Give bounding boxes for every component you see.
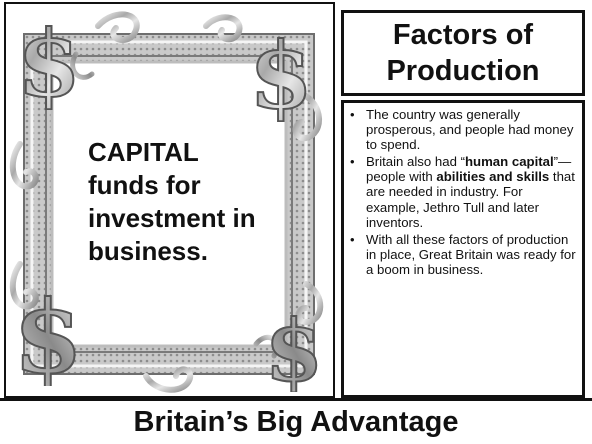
svg-text:$: $ <box>17 14 81 110</box>
svg-text:$: $ <box>249 26 313 122</box>
capital-definition: CAPITAL funds for investment in business… <box>88 136 288 268</box>
dollar-sign-icon: $ <box>16 14 82 110</box>
bullet-text: ”—people with <box>366 154 572 185</box>
bullet-marker: • <box>350 154 355 170</box>
dollar-frame-panel: $ $ $ $ <box>4 2 335 398</box>
capital-line: investment in <box>88 203 256 233</box>
dollar-sign-icon: $ <box>248 26 314 122</box>
bullet-text: that are needed in industry. For example… <box>366 169 575 230</box>
bullet-emphasis: human capital <box>464 154 554 170</box>
capital-line: funds for <box>88 170 201 200</box>
slide-title-line: Factors of <box>392 19 534 51</box>
bullet-list: • The country was generally prosperous, a… <box>350 107 576 277</box>
slide-title-box: Factors of Production <box>341 10 585 96</box>
bullet-text: With all these factors of production in … <box>366 231 576 277</box>
bullet-item: • The country was generally prosperous, a… <box>350 107 576 152</box>
svg-text:$: $ <box>265 304 323 392</box>
banner-text: Britain’s Big Advantage <box>133 406 459 438</box>
bottom-banner: Britain’s Big Advantage <box>0 398 592 444</box>
dollar-sign-icon: $ <box>264 304 324 392</box>
bullet-marker: • <box>350 107 355 122</box>
bullet-text: Britain also had “ <box>366 154 465 170</box>
bullet-text: The country was generally prosperous, an… <box>366 107 574 153</box>
dollar-sign-icon: $ <box>12 282 84 386</box>
bullet-emphasis: abilities and skills <box>436 169 550 185</box>
bullet-list-box: • The country was generally prosperous, a… <box>341 100 585 398</box>
capital-line: CAPITAL <box>88 137 199 167</box>
bullet-item: • With all these factors of production in… <box>350 232 576 277</box>
ornate-dollar-frame <box>9 11 324 393</box>
slide-title-line: Production <box>386 55 540 87</box>
capital-line: business. <box>88 236 208 266</box>
bullet-item: • Britain also had “human capital”—people… <box>350 154 576 229</box>
bullet-marker: • <box>350 231 355 247</box>
svg-text:$: $ <box>13 282 83 386</box>
